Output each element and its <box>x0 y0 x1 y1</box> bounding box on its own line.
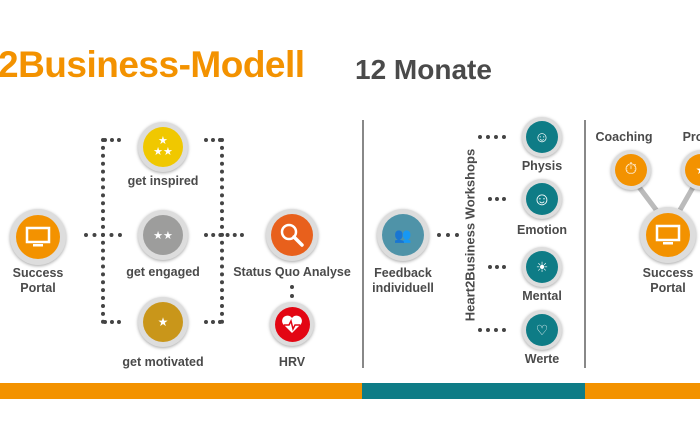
connector <box>488 197 506 201</box>
connector <box>204 138 222 142</box>
werte-node: ♡ <box>522 310 562 350</box>
label-line: individuell <box>372 281 434 295</box>
werte-label: Werte <box>524 352 560 366</box>
connector <box>478 328 506 332</box>
connector <box>204 320 222 324</box>
partial-label: Pro <box>682 130 700 144</box>
phase-bar-2 <box>362 383 585 399</box>
page-title: 2Business-Modell <box>0 44 305 85</box>
magnifier-icon <box>271 214 313 256</box>
monitor-icon <box>16 215 60 259</box>
two-stars-icon: ★★ <box>143 215 183 255</box>
emotion-label: Emotion <box>517 223 567 237</box>
phase-divider <box>584 120 586 368</box>
hrv-label: HRV <box>278 355 306 369</box>
partial-node: ★ <box>681 150 700 190</box>
mind-icon: ☀ <box>526 251 558 283</box>
connector <box>437 233 459 237</box>
connector <box>478 135 506 139</box>
get-motivated-label: get motivated <box>122 355 204 369</box>
people-chat-icon: 👥 <box>382 214 424 256</box>
connector <box>290 285 294 298</box>
status-quo-node <box>266 209 318 261</box>
duration-subtitle: 12 Monate <box>355 54 492 85</box>
star-icon: ★ <box>685 154 700 186</box>
connector <box>204 233 244 237</box>
success-portal-node <box>10 209 66 265</box>
connector <box>103 138 121 142</box>
connector-left-bracket <box>101 138 105 324</box>
status-quo-label: Status Quo Analyse <box>233 265 351 279</box>
feedback-node: 👥 <box>377 209 429 261</box>
hrv-node <box>270 302 314 346</box>
get-inspired-node: ★★★ <box>138 122 188 172</box>
person-icon: ☺ <box>526 121 558 153</box>
get-inspired-label: get inspired <box>127 174 199 188</box>
label-line: Portal <box>650 281 686 295</box>
label-line: Success <box>12 266 64 280</box>
physis-node: ☺ <box>522 117 562 157</box>
one-star-icon: ★ <box>143 302 183 342</box>
coaching-label: Coaching <box>595 130 653 144</box>
coaching-node: ⏱ <box>611 150 651 190</box>
phase-divider <box>362 120 364 368</box>
heart-pulse-icon <box>274 306 310 342</box>
get-engaged-node: ★★ <box>138 210 188 260</box>
mental-node: ☀ <box>522 247 562 287</box>
get-engaged-label: get engaged <box>126 265 200 279</box>
monitor-icon <box>646 213 690 257</box>
connector-right-bracket <box>220 138 224 324</box>
get-motivated-node: ★ <box>138 297 188 347</box>
phase-bar-3 <box>585 383 700 399</box>
emotion-node: ☺ <box>522 179 562 219</box>
success-portal-node <box>640 207 696 263</box>
label-line: Feedback <box>374 266 432 280</box>
mental-label: Mental <box>522 289 562 303</box>
connector <box>488 265 506 269</box>
connector <box>103 320 121 324</box>
stopwatch-icon: ⏱ <box>615 154 647 186</box>
physis-label: Physis <box>521 159 563 173</box>
label-line: Success <box>642 266 694 280</box>
label-line: Portal <box>20 281 56 295</box>
phase-bar-1 <box>0 383 362 399</box>
connector <box>84 233 122 237</box>
three-stars-icon: ★★★ <box>143 127 183 167</box>
smiley-icon: ☺ <box>526 183 558 215</box>
hands-icon: ♡ <box>526 314 558 346</box>
workshops-vertical-label: Heart2Business Workshops <box>462 148 478 322</box>
